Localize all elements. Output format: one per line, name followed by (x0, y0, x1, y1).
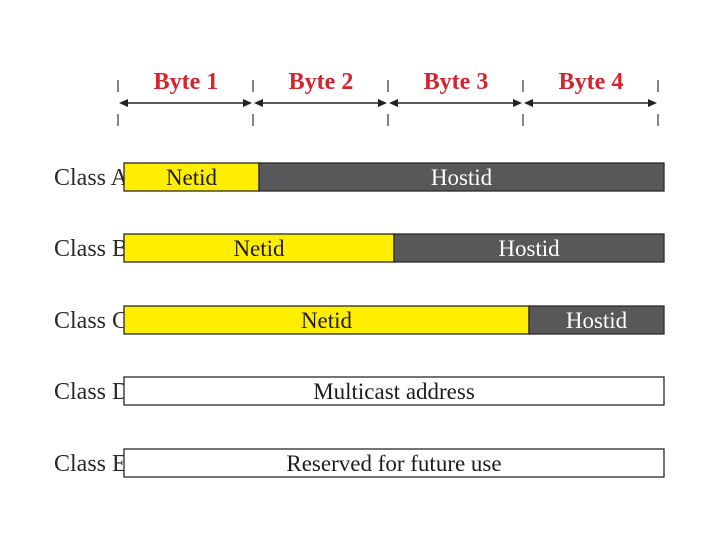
address-segment (123, 448, 665, 478)
hostid-segment-label: Hostid (431, 165, 493, 190)
byte-span-arrow (254, 99, 387, 107)
class-row-class-c: Class C Netid Hostid (54, 305, 665, 335)
hostid-segment-label: Hostid (566, 308, 628, 333)
class-label: Class E (54, 451, 127, 477)
byte-label: Byte 1 (154, 69, 219, 95)
netid-segment-label: Netid (166, 165, 218, 190)
class-row-class-e: Class E Reserved for future use (54, 448, 665, 478)
address-segment-label: Multicast address (313, 379, 475, 404)
hostid-segment-label: Hostid (498, 236, 560, 261)
netid-segment-label: Netid (301, 308, 353, 333)
byte-label: Byte 3 (424, 69, 489, 95)
netid-segment (123, 233, 395, 263)
class-label: Class B (54, 236, 128, 262)
class-label: Class C (54, 308, 128, 334)
class-row-class-a: Class A Netid Hostid (54, 162, 665, 192)
netid-segment-label: Netid (233, 236, 285, 261)
address-segment-label: Reserved for future use (286, 451, 501, 476)
byte-span-arrows (117, 80, 659, 126)
byte-span-arrow (389, 99, 522, 107)
byte-header: Byte 1 Byte 2 Byte 3 Byte 4 (154, 69, 624, 95)
byte-span-arrow (524, 99, 657, 107)
byte-span-arrow (119, 99, 252, 107)
hostid-segment (528, 305, 665, 335)
netid-segment (123, 162, 260, 192)
hostid-segment (258, 162, 665, 192)
class-label: Class D (54, 379, 129, 405)
address-segment (123, 376, 665, 406)
byte-label: Byte 2 (289, 69, 354, 95)
class-row-class-d: Class D Multicast address (54, 376, 665, 406)
hostid-segment (393, 233, 665, 263)
byte-label: Byte 4 (559, 69, 624, 95)
class-row-class-b: Class B Netid Hostid (54, 233, 665, 263)
netid-segment (123, 305, 530, 335)
class-label: Class A (54, 165, 129, 191)
